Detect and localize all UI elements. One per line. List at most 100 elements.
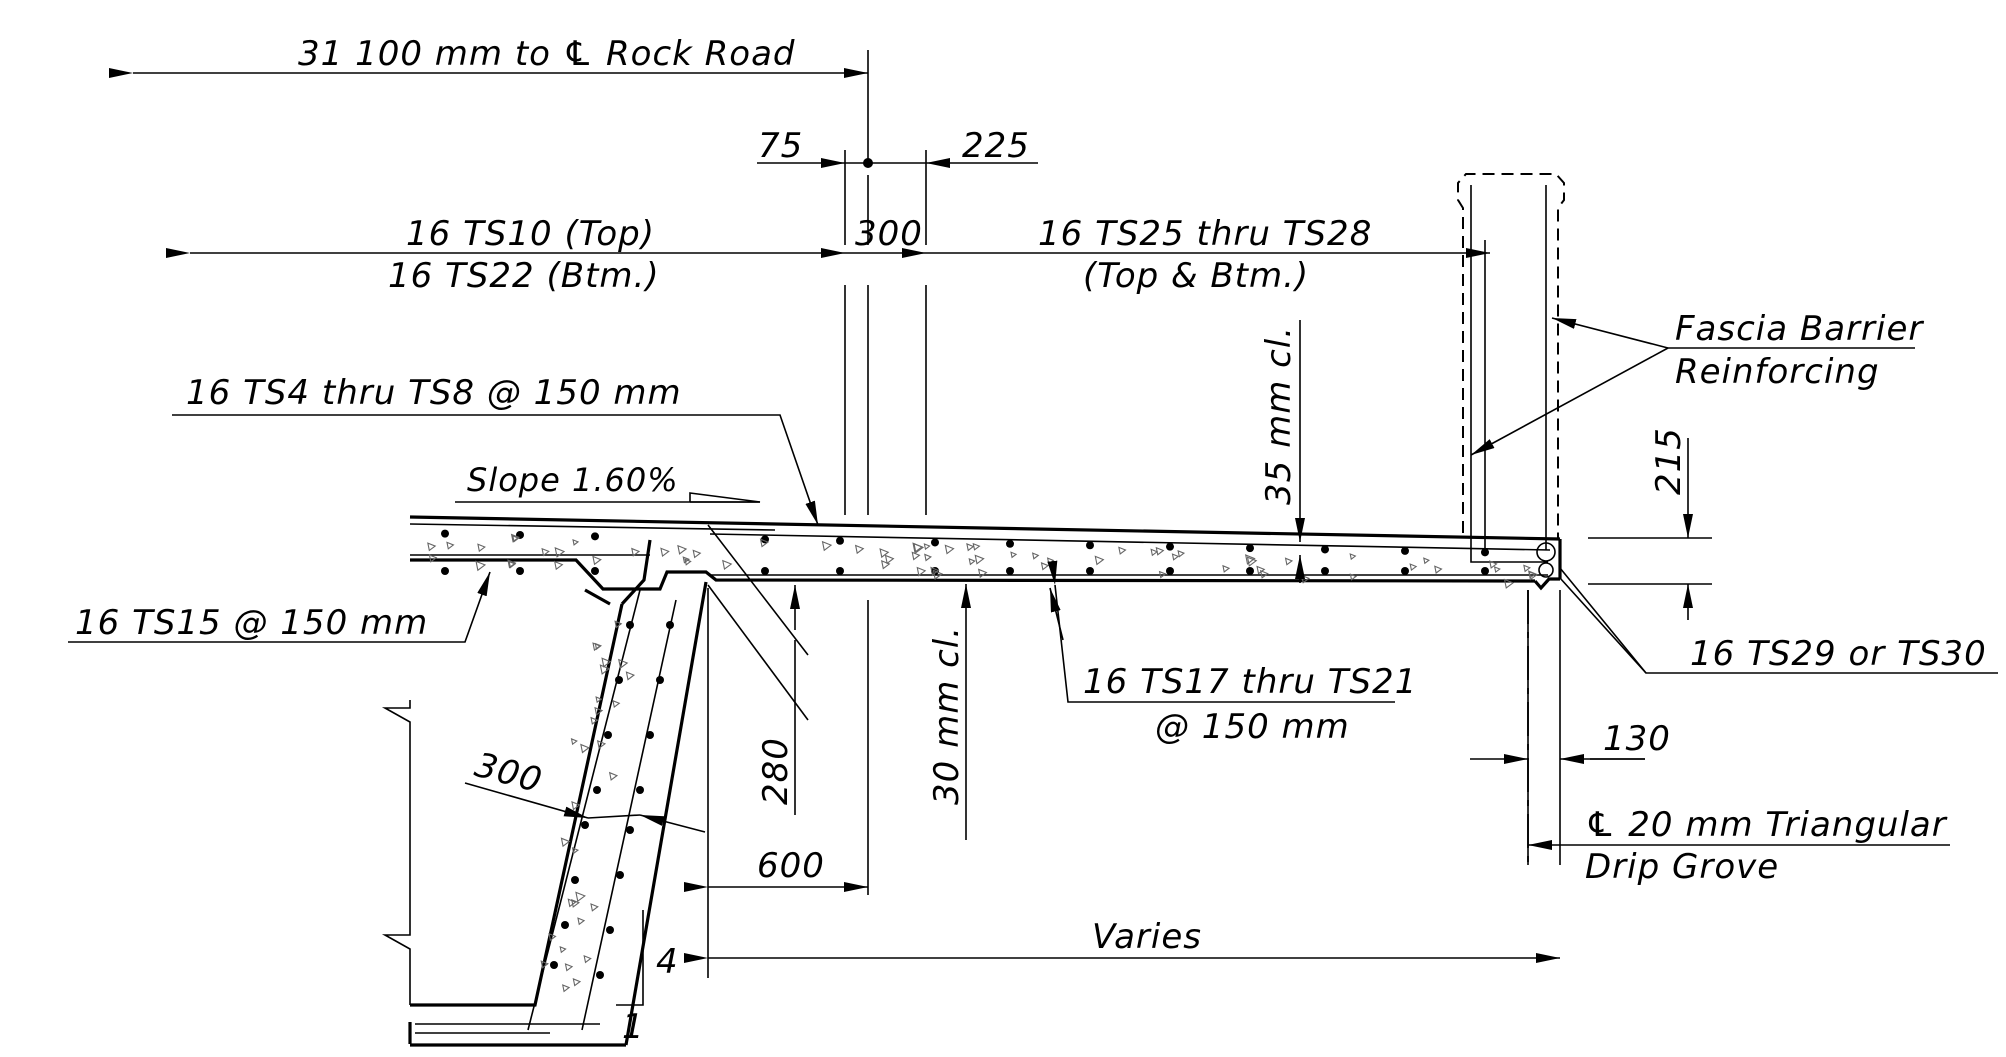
aggregate-mark-56 (932, 569, 944, 580)
aggregate-mark-68 (1493, 566, 1501, 574)
rebar-dot-2 (591, 532, 599, 541)
aggregate-mark-11 (1523, 564, 1531, 573)
rebar-dot-4 (836, 536, 844, 545)
label-dim-215: 215 (1649, 427, 1689, 495)
label-drip-2: Drip Grove (1585, 847, 1779, 887)
aggregate-mark-37 (1349, 553, 1357, 561)
aggregate-mark-55 (977, 568, 988, 579)
aggregate-mark-115 (572, 978, 582, 987)
aggregate-mark-18 (923, 543, 931, 551)
label-30-cl: 30 mm cl. (927, 626, 967, 805)
rebar-dot-17 (836, 567, 844, 575)
aggregate-mark-10 (1171, 553, 1180, 561)
aggregate-mark-6 (1046, 557, 1055, 565)
rebar-dot-31 (571, 876, 579, 884)
aggregate-mark-49 (821, 540, 833, 552)
aggregate-mark-43 (572, 538, 580, 546)
aggregate-mark-118 (590, 716, 599, 725)
aggregate-mark-121 (560, 837, 571, 848)
rebar-dot-19 (1006, 567, 1014, 575)
label-ts29: 16 TS29 or TS30 (1690, 634, 1987, 674)
aggregate-mark-126 (571, 847, 580, 855)
aggregate-mark-41 (966, 543, 975, 552)
aggregate-mark-123 (596, 739, 607, 750)
rebar-dot-41 (596, 971, 604, 979)
aggregate-mark-53 (1434, 565, 1443, 574)
label-ts25: 16 TS25 thru TS28 (1038, 214, 1372, 254)
aggregate-mark-13 (1284, 557, 1294, 566)
aggregate-mark-60 (912, 542, 924, 554)
rebar-dot-14 (516, 567, 524, 575)
aggregate-mark-34 (1423, 557, 1431, 565)
aggregate-mark-39 (1349, 573, 1358, 581)
aggregate-mark-122 (562, 984, 571, 993)
rebar-dot-6 (1006, 539, 1014, 548)
aggregate-mark-124 (601, 657, 612, 668)
label-ts15: 16 TS15 @ 150 mm (75, 603, 428, 643)
label-slope-4: 4 (656, 942, 679, 982)
rebar-dot-25 (1481, 567, 1489, 575)
aggregate-mark-62 (1259, 569, 1269, 579)
concrete-aggregate-hatch (427, 533, 1539, 993)
aggregate-mark-42 (677, 544, 688, 555)
aggregate-mark-46 (428, 554, 438, 563)
rebar-dot-39 (616, 871, 624, 879)
rebar-dot-28 (604, 731, 612, 739)
aggregate-mark-103 (608, 771, 619, 781)
label-ts17: 16 TS17 thru TS21 (1083, 662, 1417, 702)
aggregate-mark-100 (612, 699, 621, 708)
rebar-dot-36 (646, 731, 654, 739)
rebar-dot-33 (550, 961, 558, 969)
aggregate-mark-33 (944, 544, 955, 555)
aggregate-mark-4 (1155, 546, 1165, 556)
aggregate-mark-47 (1246, 556, 1258, 567)
label-slope-1: 1 (622, 1007, 645, 1047)
rebar-dot-10 (1321, 545, 1329, 554)
aggregate-mark-38 (510, 533, 520, 543)
label-ts22: 16 TS22 (Btm.) (388, 256, 660, 296)
label-dim-225: 225 (962, 126, 1030, 166)
rebar-dot-21 (1166, 567, 1174, 575)
label-dim-300-top: 300 (855, 214, 923, 254)
aggregate-mark-109 (595, 696, 603, 704)
rebar-dot-24 (1401, 567, 1409, 575)
aggregate-mark-2 (507, 559, 517, 569)
rebar-dot-23 (1321, 567, 1329, 575)
rebar-dot-9 (1246, 544, 1254, 553)
aggregate-mark-40 (972, 542, 981, 551)
aggregate-mark-128 (590, 903, 599, 912)
label-dim-130: 130 (1603, 719, 1671, 759)
aggregate-mark-61 (1040, 562, 1050, 571)
aggregate-mark-21 (974, 554, 985, 565)
label-ts10: 16 TS10 (Top) (406, 214, 655, 254)
aggregate-mark-63 (916, 566, 927, 577)
aggregate-mark-51 (759, 538, 770, 548)
label-drip-1: ℄ 20 mm Triangular (1585, 805, 1948, 845)
aggregate-mark-105 (594, 706, 604, 716)
aggregate-mark-44 (1118, 546, 1127, 555)
aggregate-mark-23 (684, 558, 692, 566)
aggregate-mark-64 (477, 543, 486, 553)
aggregate-mark-67 (1010, 551, 1018, 559)
aggregate-mark-19 (880, 560, 891, 570)
label-35-cl: 35 mm cl. (1259, 326, 1299, 505)
aggregate-mark-116 (594, 642, 603, 651)
bar-dots (441, 529, 1489, 979)
aggregate-mark-16 (1094, 555, 1105, 566)
aggregate-mark-125 (571, 898, 580, 908)
label-fascia-1: Fascia Barrier (1675, 309, 1924, 349)
rebar-dot-12 (1481, 548, 1489, 557)
aggregate-mark-106 (570, 738, 578, 746)
aggregate-mark-24 (722, 559, 733, 571)
aggregate-mark-52 (911, 551, 921, 561)
aggregate-mark-1 (692, 549, 702, 559)
annotation-labels: 31 100 mm to ℄ Rock Road 75 225 300 16 T… (75, 34, 1987, 1047)
aggregate-mark-58 (1301, 574, 1311, 584)
label-ts17-sub: @ 150 mm (1155, 707, 1350, 747)
aggregate-mark-27 (446, 541, 455, 550)
aggregate-mark-0 (968, 558, 976, 566)
rebar-dot-5 (931, 538, 939, 547)
aggregate-mark-102 (548, 932, 557, 942)
aggregate-mark-117 (575, 891, 586, 903)
aggregate-mark-108 (540, 960, 549, 969)
